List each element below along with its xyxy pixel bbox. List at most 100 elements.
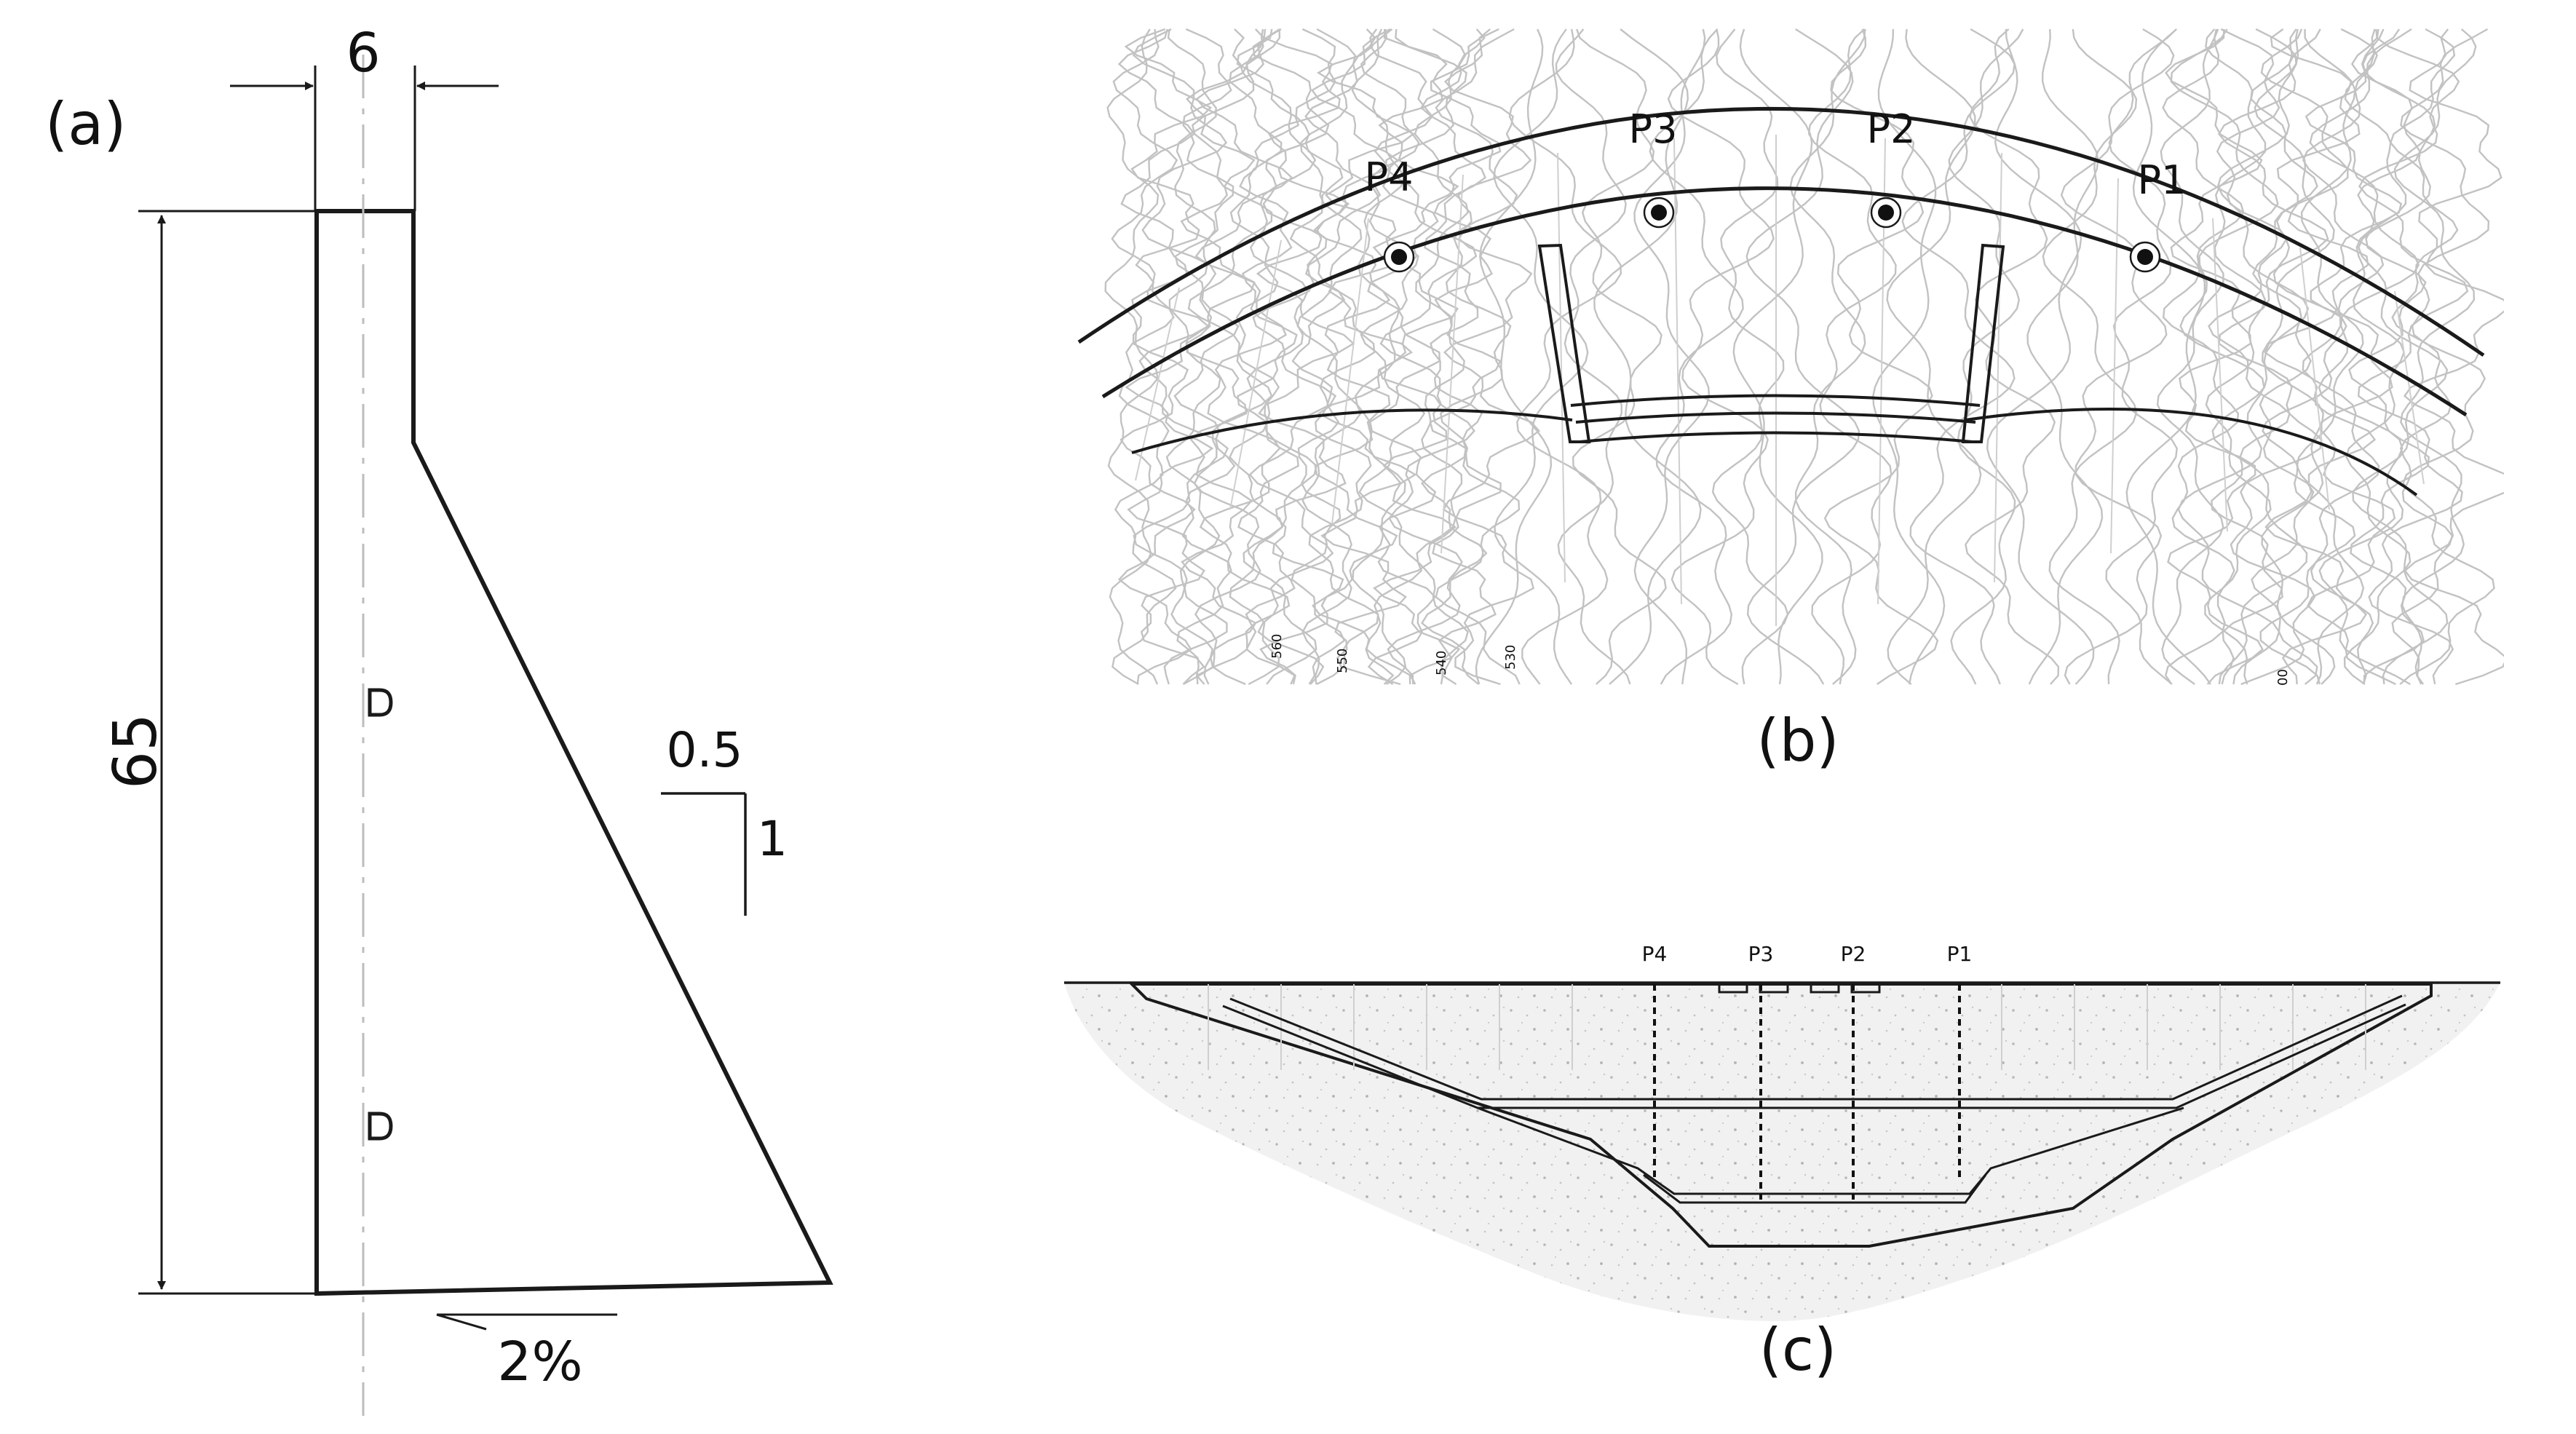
pendulum-p2-plan: P2 bbox=[1867, 106, 1915, 229]
contour-line bbox=[1242, 28, 1317, 685]
contour-line bbox=[2296, 28, 2365, 685]
contour-line bbox=[2156, 28, 2224, 685]
panel-b-plan-view: P4 P3 P2 P1 560 550 540 530 bbox=[1077, 28, 2504, 775]
radial-grid-line bbox=[1557, 152, 1566, 583]
contour-line bbox=[2254, 28, 2336, 685]
pendulum-p1-elev-label: P1 bbox=[1947, 942, 1973, 966]
contour-line bbox=[1173, 28, 1240, 685]
pendulum-p4-plan: P4 bbox=[1365, 154, 1415, 273]
contour-labels: 560 550 540 530 00 bbox=[1269, 634, 2291, 686]
radial-grid-line bbox=[1229, 239, 1282, 510]
contour-line bbox=[1165, 28, 1221, 685]
contour-line bbox=[1304, 28, 1382, 686]
contour-line bbox=[1667, 28, 1775, 686]
contour-label-00: 00 bbox=[2275, 669, 2291, 686]
contour-line bbox=[2302, 28, 2385, 685]
contour-line bbox=[2399, 28, 2495, 685]
contour-line bbox=[1429, 28, 1502, 686]
pendulum-markers-plan: P4 P3 P2 P1 bbox=[1365, 106, 2186, 273]
panel-a-cross-section: (a) 6 65 0.5 1 bbox=[45, 22, 833, 1416]
radial-grid-line bbox=[2212, 218, 2228, 532]
panel-c-elevation: P4 P3 P2 P1 (c) bbox=[1064, 942, 2500, 1384]
dam-foundation-arc-right bbox=[1965, 408, 2418, 496]
contour-line bbox=[2125, 28, 2211, 685]
contour-line bbox=[1555, 28, 1631, 685]
contour-line bbox=[1194, 28, 1293, 685]
contour-line bbox=[1745, 28, 1860, 685]
contour-line bbox=[1248, 28, 1337, 685]
contour-line bbox=[1593, 28, 1702, 685]
contour-line bbox=[1111, 28, 1178, 686]
contour-line bbox=[1442, 28, 1541, 686]
contour-line bbox=[1986, 28, 2095, 685]
contour-line bbox=[1807, 28, 1897, 685]
contour-line bbox=[2105, 28, 2178, 685]
contour-line bbox=[1508, 28, 1622, 685]
contour-line bbox=[1124, 28, 1214, 685]
contour-line bbox=[1358, 28, 1426, 685]
contour-line bbox=[1414, 28, 1470, 685]
contour-line bbox=[2211, 28, 2310, 685]
contour-line bbox=[1367, 28, 1441, 686]
contour-label-550: 550 bbox=[1335, 649, 1350, 673]
dam-profile bbox=[314, 209, 833, 1296]
pendulum-p4-elevation: P4 bbox=[1642, 942, 1667, 1178]
base-slope-value: 2% bbox=[497, 1331, 582, 1393]
pendulum-p2-elevation: P2 bbox=[1841, 942, 1866, 1200]
contour-line bbox=[2170, 28, 2280, 685]
contour-line bbox=[2357, 28, 2469, 685]
dam-crest-downstream-arc bbox=[1101, 186, 2468, 417]
contour-line bbox=[1475, 28, 1553, 685]
contour-line bbox=[2264, 28, 2377, 685]
contour-line bbox=[1289, 28, 1346, 685]
contour-line bbox=[1104, 28, 1160, 685]
contour-line bbox=[2026, 28, 2104, 685]
gallery-lower bbox=[368, 1112, 393, 1141]
dam-crest-upstream-arc bbox=[1077, 106, 2485, 357]
contour-line bbox=[2165, 28, 2264, 685]
contour-line bbox=[1351, 28, 1407, 685]
radial-grid-line bbox=[1994, 152, 2002, 583]
slope-horizontal: 0.5 bbox=[667, 722, 743, 778]
contour-line bbox=[2390, 28, 2459, 685]
contour-line bbox=[1948, 28, 2024, 685]
radial-grid-line bbox=[1673, 138, 1682, 605]
pendulum-p3-plan: P3 bbox=[1629, 106, 1678, 229]
gallery-upper bbox=[368, 688, 393, 717]
pendulum-p2-elev-label: P2 bbox=[1841, 942, 1866, 966]
pendulum-p3-elevation: P3 bbox=[1748, 942, 1773, 1200]
pendulum-lines-elevation: P4 P3 P2 P1 bbox=[1642, 942, 1973, 1200]
contour-line bbox=[2393, 28, 2477, 685]
contour-line bbox=[2403, 28, 2504, 686]
contour-line bbox=[1649, 28, 1744, 685]
radial-grid-line bbox=[1331, 218, 1369, 525]
pendulum-p4-label: P4 bbox=[1365, 154, 1414, 200]
contour-line bbox=[1572, 28, 1667, 685]
height-value: 65 bbox=[101, 713, 170, 789]
slope-indicator: 0.5 1 bbox=[661, 722, 788, 916]
contour-line bbox=[1132, 28, 1229, 685]
contour-line bbox=[1633, 28, 1711, 685]
contour-label-530: 530 bbox=[1503, 645, 1518, 670]
inspection-galleries bbox=[1222, 994, 2406, 1204]
contour-line bbox=[1711, 28, 1789, 685]
contour-line bbox=[1180, 28, 1257, 686]
contour-line bbox=[1117, 28, 1196, 685]
contour-line bbox=[1789, 28, 1866, 685]
topographic-contours bbox=[1104, 28, 2504, 686]
contour-line bbox=[2204, 28, 2272, 685]
contour-line bbox=[1187, 28, 1273, 686]
radial-grid-line bbox=[2110, 178, 2119, 554]
contour-line bbox=[1420, 28, 1488, 685]
contour-line bbox=[1379, 28, 1478, 685]
contour-line bbox=[1229, 28, 1283, 686]
contour-label-560: 560 bbox=[1269, 634, 1285, 659]
spillway bbox=[1537, 243, 2005, 443]
contour-line bbox=[2309, 28, 2420, 686]
pendulum-p1-plan: P1 bbox=[2129, 157, 2186, 273]
elevation-block-joints bbox=[1208, 984, 2366, 1070]
contour-line bbox=[2348, 28, 2430, 685]
pendulum-p3-label: P3 bbox=[1629, 106, 1678, 152]
contour-line bbox=[2259, 28, 2356, 685]
